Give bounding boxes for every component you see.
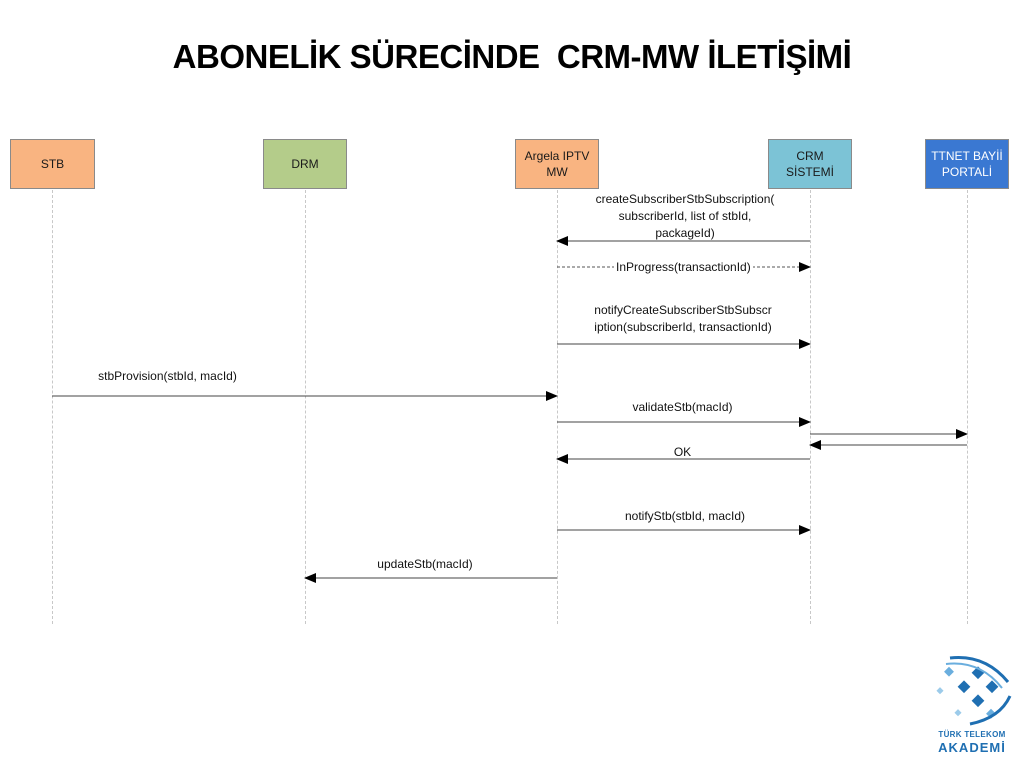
actor-label: CRM SİSTEMİ [785,149,834,179]
actor-label: Argela IPTV MW [524,149,590,179]
actor-label: TTNET BAYİİ PORTALİ [931,149,1003,179]
actor-stb: STB [10,139,95,189]
lifeline-stb [52,190,53,624]
message-label-inprogress: InProgress(transactionId) [614,259,753,276]
logo-text-line1: TÜRK TELEKOM [938,730,1006,739]
message-label-validate-stb: validateStb(macId) [632,400,733,414]
message-label-notify-stb: notifyStb(stbId, macId) [624,509,746,523]
message-label-update-stb: updateStb(macId) [377,557,473,571]
page-title: ABONELİK SÜRECİNDE CRM-MW İLETİŞİMİ [172,38,852,75]
message-label-create-subscription: createSubscriberStbSubscription( subscri… [595,192,775,240]
message-label-stb-provision: stbProvision(stbId, macId) [98,369,237,383]
lifeline-mw [557,190,558,624]
actor-label: DRM [291,157,319,171]
message-label-ok: OK [673,445,692,459]
actor-ttnet-bayii-portali: TTNET BAYİİ PORTALİ [925,139,1009,189]
turk-telekom-akademi-logo [936,656,1012,726]
message-label-notify-create: notifyCreateSubscriberStbSubscr iption(s… [594,303,772,334]
actor-label: STB [40,157,65,171]
actor-crm-sistemi: CRM SİSTEMİ [768,139,852,189]
lifeline-portal [967,190,968,624]
actor-argela-iptv-mw: Argela IPTV MW [515,139,599,189]
actor-drm: DRM [263,139,347,189]
logo-text-line2: AKADEMİ [938,740,1006,755]
lifeline-crm [810,190,811,624]
lifeline-drm [305,190,306,624]
